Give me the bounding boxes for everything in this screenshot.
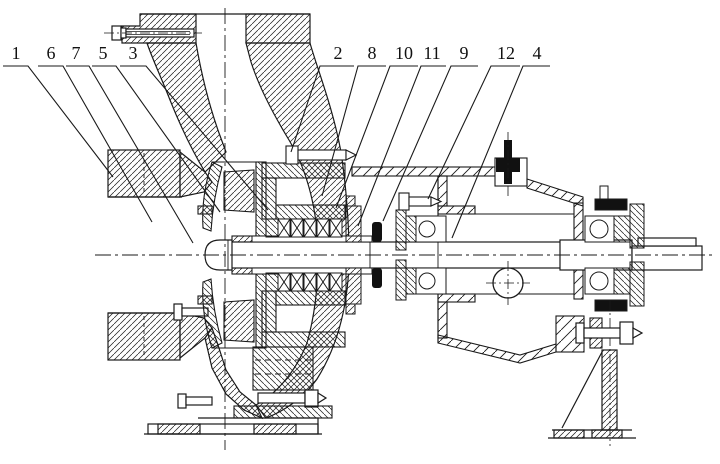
water-deflector — [372, 222, 382, 288]
leader-8 — [321, 65, 386, 197]
shaft-key — [637, 237, 697, 247]
leader-11 — [357, 65, 446, 227]
casing-foot-base — [144, 389, 328, 435]
leader-12 — [427, 65, 520, 200]
leader-1 — [3, 65, 114, 178]
leader-3 — [120, 65, 269, 211]
wear-ring-bottom — [197, 295, 213, 305]
oil-filler-cap — [496, 132, 520, 196]
packing-rings-top — [277, 218, 343, 238]
packing-rings-bottom — [277, 272, 343, 292]
part-label-4: 4 — [532, 43, 542, 63]
support-leg — [548, 300, 644, 446]
part-label-9: 9 — [459, 43, 469, 63]
wear-ring-top — [197, 205, 213, 215]
leader-7 — [66, 65, 194, 244]
gland-follower — [345, 195, 362, 315]
centerlines — [95, 8, 714, 450]
part-label-6: 6 — [46, 43, 56, 63]
part-label-3: 3 — [128, 43, 138, 63]
part-label-10: 10 — [395, 43, 413, 63]
part-label-8: 8 — [367, 43, 377, 63]
leader-6 — [38, 65, 153, 223]
stuffing-box-packing — [265, 218, 343, 292]
leader-2 — [290, 65, 354, 153]
leader-5 — [92, 65, 221, 213]
drain-plug — [486, 261, 530, 305]
part-label-1: 1 — [11, 43, 21, 63]
leader-4 — [451, 65, 550, 239]
leader-9 — [382, 65, 478, 222]
left-bearing — [395, 209, 447, 301]
right-bearing — [584, 185, 645, 312]
bearing-seal-bottom — [594, 299, 628, 312]
discharge-flange — [104, 13, 311, 44]
part-label-12: 12 — [497, 43, 515, 63]
leader-10 — [335, 65, 418, 209]
leg-bolt — [575, 321, 644, 345]
part-label-2: 2 — [333, 43, 343, 63]
shaft — [204, 237, 703, 271]
bearing-seal-top — [594, 198, 628, 211]
part-label-5: 5 — [98, 43, 108, 63]
part-label-11: 11 — [423, 43, 441, 63]
gland-stud-bolt — [285, 145, 358, 165]
flange-stud-bolt — [104, 25, 202, 41]
part-label-7: 7 — [71, 43, 81, 63]
leader-lines — [3, 65, 550, 244]
